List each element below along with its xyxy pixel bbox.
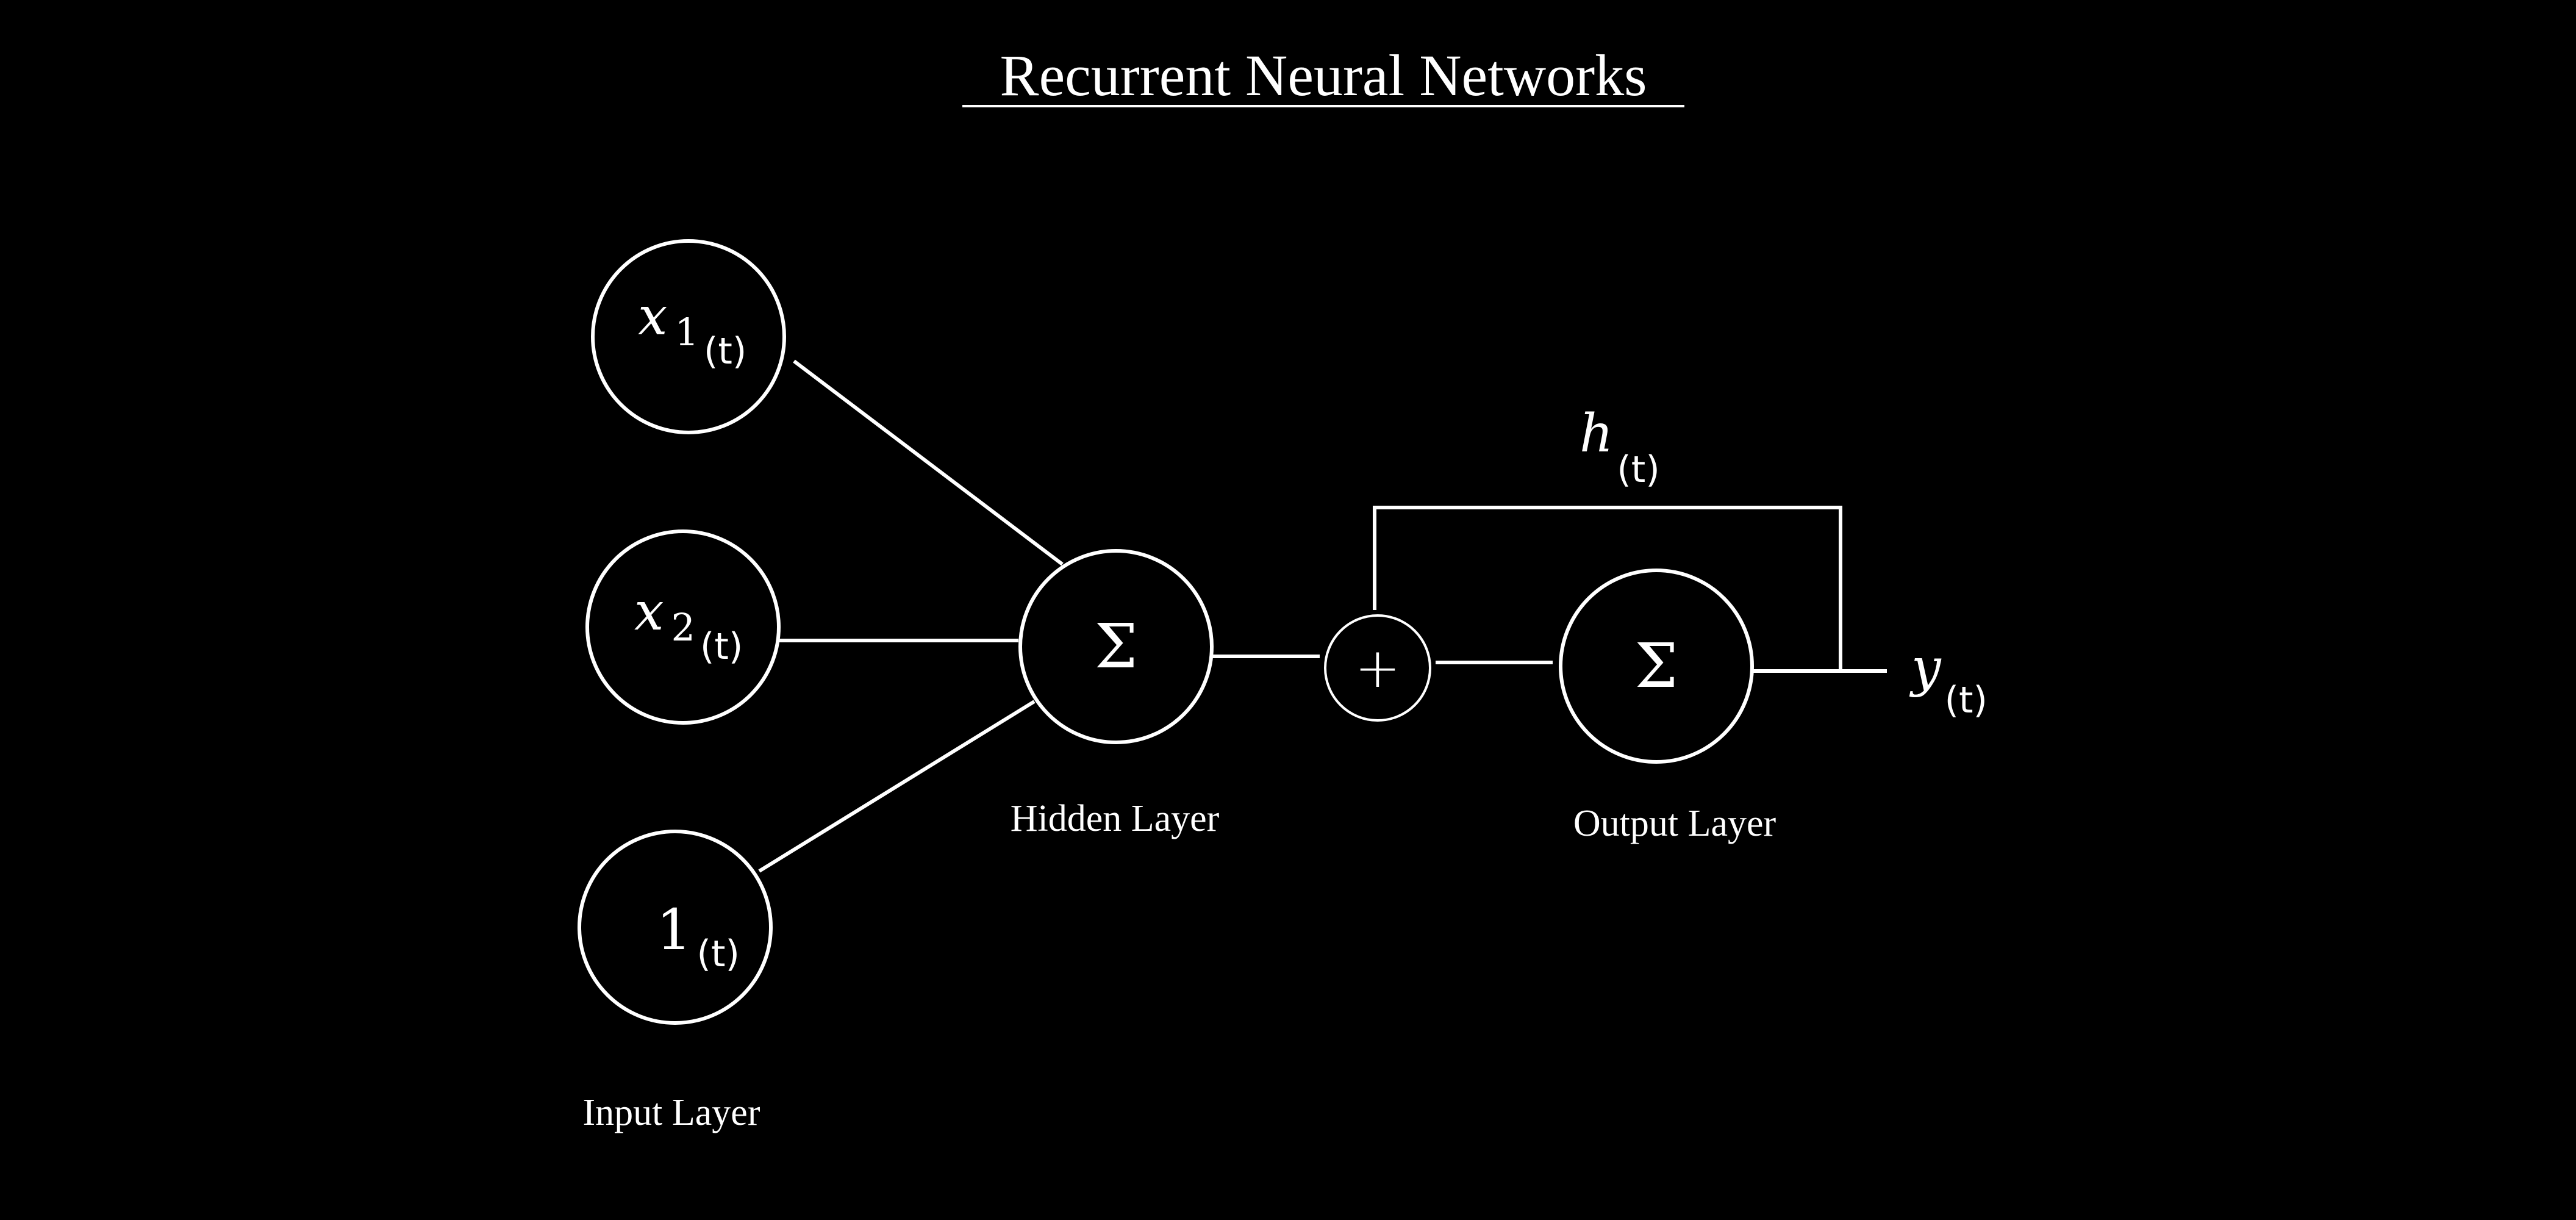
input-layer-label: Input Layer [583, 1092, 760, 1133]
output-signal-label: y (t) [1909, 637, 1987, 722]
output-layer-label: Output Layer [1573, 803, 1776, 844]
output-sigma-symbol: Σ [1635, 630, 1678, 702]
input-node-x2 [585, 529, 781, 725]
adder-node [1324, 614, 1431, 722]
feedback-loop [1373, 506, 1842, 671]
diagram-title: Recurrent Neural Networks [1000, 43, 1647, 108]
x2-label: x 2 (t) [634, 581, 743, 668]
edge-bias-to-hidden [758, 700, 1036, 873]
edge-x1-to-hidden [793, 359, 1064, 566]
hidden-sigma-symbol: Σ [1095, 611, 1138, 682]
adder-plus-symbol: + [1354, 636, 1400, 700]
feedback-label: h (t) [1580, 403, 1660, 491]
input-node-bias [578, 830, 773, 1025]
hidden-layer-label: Hidden Layer [1011, 798, 1220, 839]
x1-label: x 1 (t) [638, 286, 746, 373]
hidden-node [1018, 549, 1214, 744]
input-node-x1 [591, 239, 786, 434]
output-node [1559, 569, 1754, 764]
bias-label: 1 (t) [656, 897, 740, 975]
